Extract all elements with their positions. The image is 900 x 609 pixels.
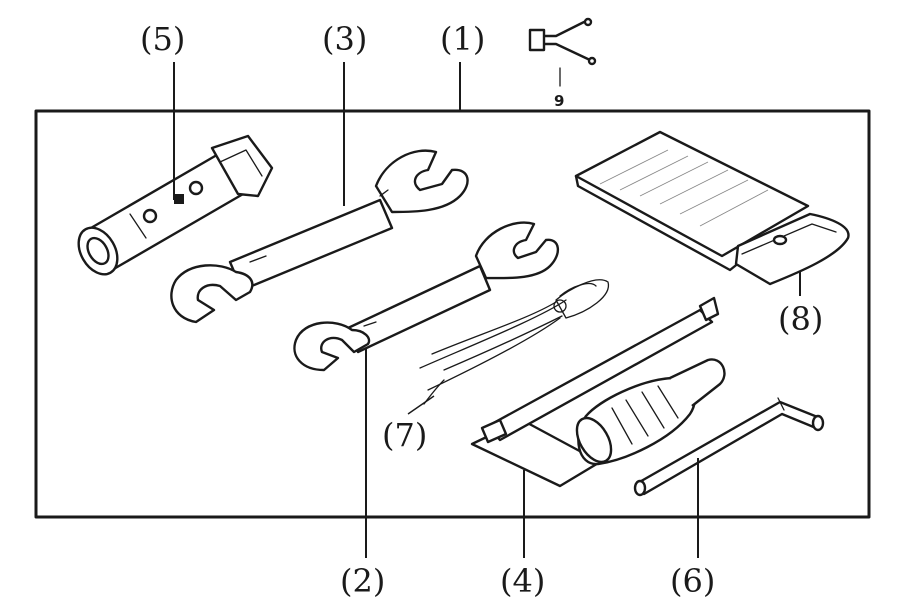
leader-lines <box>173 62 801 558</box>
tool-bag-icon <box>574 130 850 286</box>
spark-plug-wrench-icon <box>77 134 274 276</box>
tool-kit-frame <box>34 109 871 519</box>
label-part-2: (2) <box>340 562 385 600</box>
leader-7 <box>407 395 435 415</box>
label-part-5: (5) <box>140 20 185 58</box>
label-part-6: (6) <box>670 562 715 600</box>
small-wrench-icon <box>293 221 559 372</box>
label-part-8: (8) <box>778 300 823 338</box>
label-part-9: 9 <box>554 92 564 110</box>
strap-icon <box>528 17 597 87</box>
label-part-1: (1) <box>440 20 485 58</box>
screwdriver-icon <box>470 296 726 488</box>
large-wrench-icon <box>170 149 469 324</box>
label-part-7: (7) <box>382 416 427 454</box>
label-part-4: (4) <box>500 562 545 600</box>
pliers-icon <box>419 279 609 405</box>
label-part-3: (3) <box>322 20 367 58</box>
hex-key-icon <box>633 397 825 497</box>
